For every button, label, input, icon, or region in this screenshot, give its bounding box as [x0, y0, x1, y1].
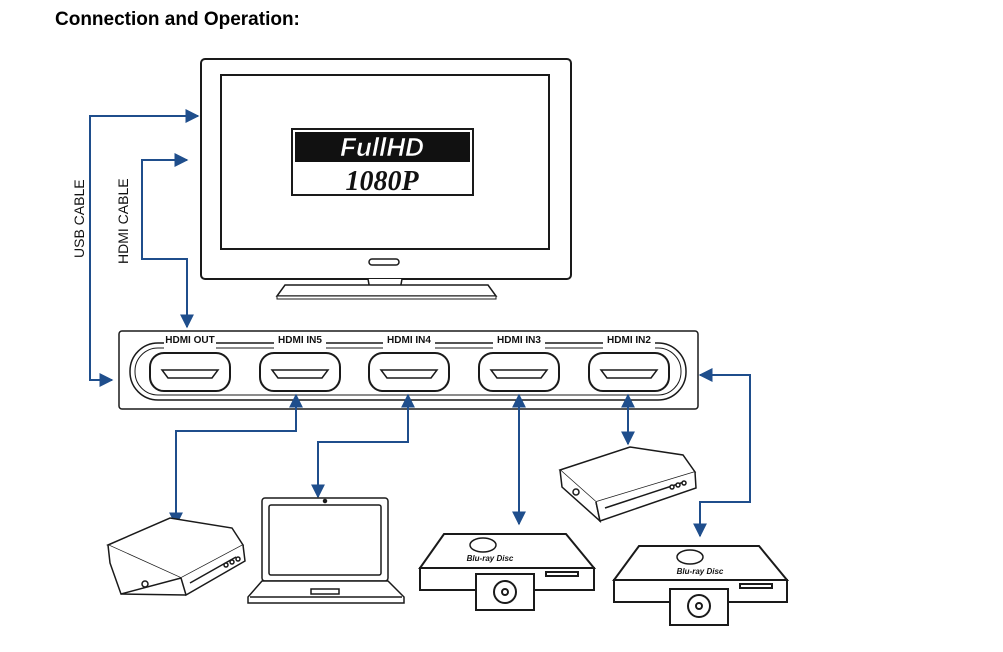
fullhd-text: FullHD [340, 132, 424, 162]
laptop [247, 497, 405, 604]
hdmi-in4-port: HDMI IN4 [368, 335, 450, 392]
hdmi-cable-label: HDMI CABLE [115, 178, 131, 264]
tv-stand-base [275, 284, 498, 297]
port-label-hdmi-out: HDMI OUT [165, 335, 214, 346]
resolution-text: 1080P [345, 166, 419, 197]
dvd-player-right [558, 446, 697, 524]
fullhd-badge: FullHD 1080P [291, 128, 474, 197]
bluray-player-center: Blu-ray Disc [418, 533, 597, 611]
hdmi-in3-port: HDMI IN3 [478, 335, 560, 392]
port-label-hdmi-in4: HDMI IN4 [387, 335, 431, 346]
port-label-hdmi-in2: HDMI IN2 [607, 335, 651, 346]
cable-bluray-player-2 [693, 368, 751, 538]
hdmi-in5-port: HDMI IN5 [259, 335, 341, 392]
port-label-hdmi-in5: HDMI IN5 [278, 335, 322, 346]
bluray-logo-right: Blu-ray Disc [677, 567, 724, 576]
dvd-player-left [106, 517, 246, 597]
cable-in4-laptop [311, 393, 415, 499]
usb-cable-label: USB CABLE [71, 179, 87, 258]
port-label-hdmi-in3: HDMI IN3 [497, 335, 541, 346]
page-title: Connection and Operation: [55, 9, 300, 30]
hdmi-cable-line [141, 153, 194, 329]
cable-in5-dvd-player [169, 393, 303, 527]
bluray-logo-center: Blu-ray Disc [467, 554, 514, 563]
usb-cable-line [89, 109, 200, 387]
bluray-player-right: Blu-ray Disc [612, 545, 790, 626]
tv-power-button [368, 258, 400, 266]
hdmi-in2-port: HDMI IN2 [588, 335, 670, 392]
